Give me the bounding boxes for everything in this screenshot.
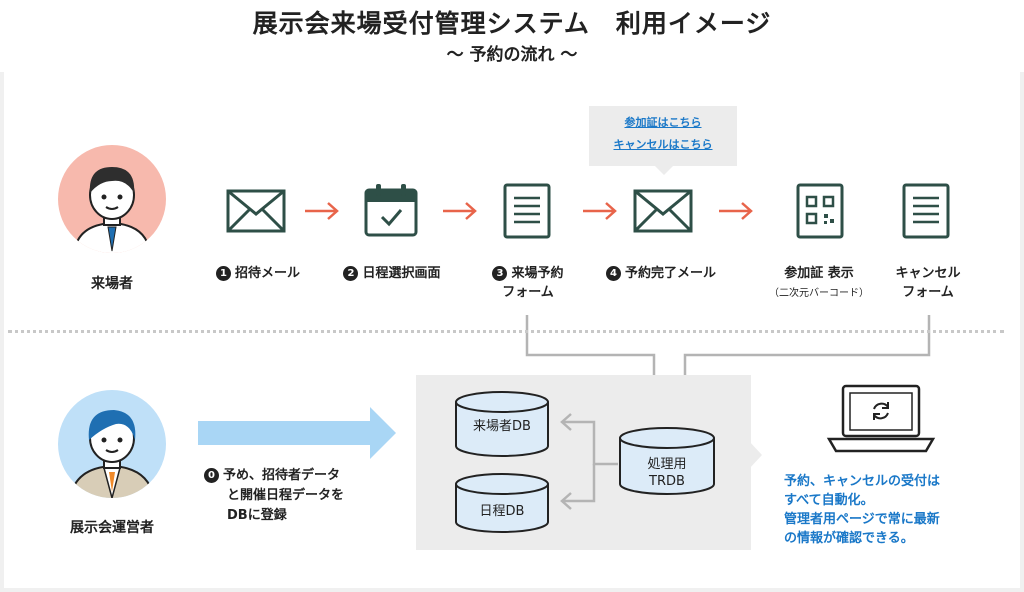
register-arrow — [198, 407, 396, 459]
mail-icon — [226, 189, 286, 233]
pass-link[interactable]: 参加証はこちら — [624, 116, 702, 129]
form-icon — [503, 183, 551, 239]
pass-label: 参加証 表示 （二次元バーコード） — [769, 266, 869, 299]
db-area-pointer — [748, 440, 762, 470]
popup-pointer — [654, 165, 674, 175]
laptop-icon — [826, 384, 936, 453]
visitor-db-icon — [455, 391, 549, 457]
cancel-link[interactable]: キャンセルはこちら — [613, 138, 713, 151]
page-title: 展示会来場受付管理システム 利用イメージ — [252, 9, 772, 38]
step2-number: 2 — [343, 266, 359, 281]
step3-number: 3 — [492, 266, 508, 281]
cancel-label: キャンセル フォーム — [895, 266, 961, 300]
mail-popup: 参加証はこちら キャンセルはこちら — [589, 106, 737, 166]
step4-number: 4 — [605, 266, 621, 281]
processing-db-icon — [619, 427, 715, 495]
section-divider — [8, 330, 1004, 333]
schedule-db-label: 日程DB — [479, 504, 525, 519]
cancel-form-icon — [902, 183, 950, 239]
processing-db-label: 処理用 TRDB — [647, 457, 687, 489]
visitor-label: 来場者 — [91, 276, 133, 292]
step1-number: 1 — [215, 266, 231, 281]
step0-number: 0 — [204, 468, 219, 483]
sync-icon — [873, 402, 889, 420]
visitor-avatar — [58, 145, 166, 253]
visitor-db-label: 来場者DB — [473, 419, 531, 434]
flow-arrows — [305, 202, 753, 220]
operator-avatar — [58, 390, 166, 498]
completion-mail-icon — [633, 189, 693, 233]
calendar-icon — [364, 184, 418, 237]
qr-code-icon — [796, 183, 844, 239]
operator-label: 展示会運営者 — [70, 520, 154, 536]
page-subtitle: 〜 予約の流れ 〜 — [446, 45, 578, 65]
automation-note: 予約、キャンセルの受付は すべて自動化。 管理者用ページで常に最新 の情報が確認… — [784, 474, 941, 546]
header: 展示会来場受付管理システム 利用イメージ 〜 予約の流れ 〜 — [0, 0, 1024, 72]
schedule-db-icon — [455, 473, 549, 533]
